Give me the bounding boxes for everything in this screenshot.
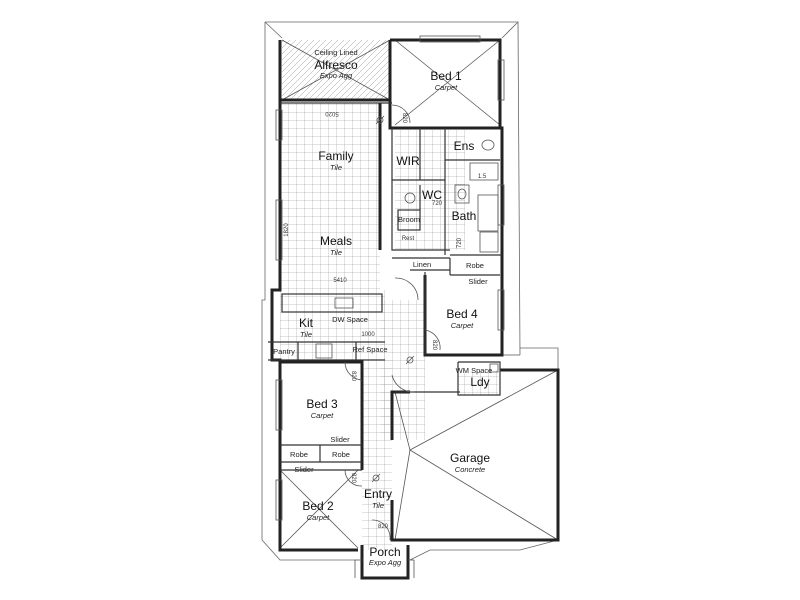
door-820-b: 820 [431,340,437,351]
door-820-c: 820 [350,371,356,382]
bed2-diagonals [279,469,359,549]
door-820-a: 820 [401,113,407,124]
linen-label: Linen [413,260,431,269]
fixtures [404,139,499,373]
power-symbols [371,115,415,483]
bed3-name: Bed 3 [306,397,338,411]
bed4-slider: Slider [468,277,488,286]
alfresco-note: Ceiling Lined [314,48,357,57]
bed3-surface: Carpet [311,411,334,420]
bed2-surface: Carpet [307,513,330,522]
wm-label: WM Space [456,366,493,375]
dw-label: DW Space [332,315,368,324]
meals-surface: Tile [330,248,342,257]
family-name: Family [318,149,353,163]
door-720-b: 720 [457,237,463,248]
broom-label: Broom [398,215,420,224]
bed4-name: Bed 4 [446,307,478,321]
door-720-a: 720 [432,201,443,207]
robe-b-label: Robe [332,450,350,459]
porch-name: Porch [369,545,400,559]
garage-surface: Concrete [455,465,485,474]
robe-bed4-label: Robe [466,261,484,270]
alfresco-diagonals [281,39,391,101]
bed3-slider: Slider [330,435,350,444]
bed4-surface: Carpet [451,321,474,330]
walls [268,38,560,580]
pantry-label: Pantry [273,347,295,356]
entry-name: Entry [364,487,392,501]
porch-surface: Expo Agg [369,558,402,567]
ens-name: Ens [454,139,475,153]
kit-surface: Tile [300,330,312,339]
bed2-slider: Slider [294,465,314,474]
meals-depth-dim: 1820 [284,223,290,237]
ldy-name: Ldy [470,375,489,389]
ref-label: Ref Space [352,345,387,354]
robe-a-label: Robe [290,450,308,459]
wir-name: WIR [396,154,420,168]
roof-outline [261,21,559,561]
bed1-surface: Carpet [435,83,458,92]
garage-name: Garage [450,451,490,465]
meals-name: Meals [320,234,352,248]
bench-dim: 1000 [361,332,375,338]
meals-width-dim: 5410 [333,278,347,284]
entry-surface: Tile [372,501,384,510]
bed1-name: Bed 1 [430,69,462,83]
door-820-d: 820 [350,473,356,484]
alfresco-name: Alfresco [314,58,358,72]
kit-name: Kit [299,316,314,330]
bath-name: Bath [452,209,477,223]
alfresco-surface: Expo Agg [320,71,353,80]
family-surface: Tile [330,163,342,172]
door-1-5: 1.5 [478,174,487,180]
rest-label: Rest [402,236,415,242]
garage-diagonals [394,369,559,541]
door-820-e: 820 [378,524,389,530]
bed2-name: Bed 2 [302,499,334,513]
bed1-diagonals [394,39,501,126]
wc-name: WC [422,188,442,202]
family-width-dim: 5020 [325,110,339,116]
door-swings [344,104,441,541]
